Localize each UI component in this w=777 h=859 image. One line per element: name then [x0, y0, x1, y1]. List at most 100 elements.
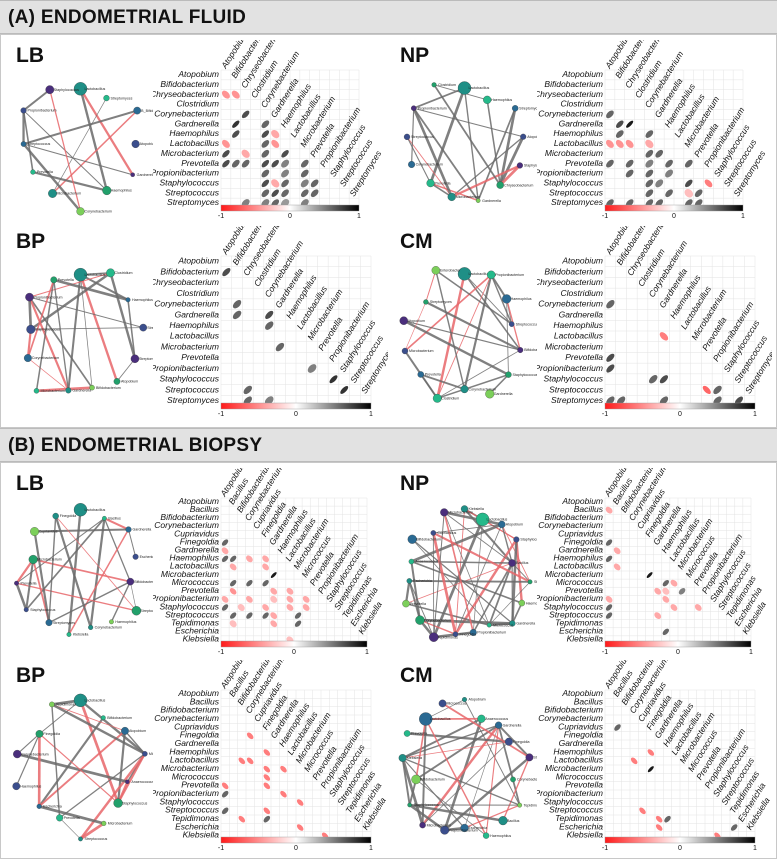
row-label: Bifidobacterium [160, 705, 219, 715]
correlation-ellipse [606, 159, 614, 168]
row-label: Atopobium [561, 496, 603, 506]
network-edge [127, 299, 136, 359]
network-edge [437, 373, 509, 400]
network-node [460, 823, 469, 833]
network-node-label: Propionibacterium [33, 295, 62, 299]
network-edge [59, 753, 146, 819]
network-edge [499, 164, 521, 187]
network-node [25, 292, 34, 302]
correlation-ellipse [310, 179, 319, 188]
network-node-label: Staphylococcus [524, 164, 537, 168]
correlation-ellipse [232, 130, 240, 138]
row-label: Klebsiella [567, 634, 604, 644]
network-node-label: Staphylococcus [54, 88, 79, 92]
network-node-label: Atopobium [469, 698, 486, 702]
row-label: Gardnerella [175, 545, 220, 555]
network-graph: LactobacillusHaemophilusStreptomycesAtop… [403, 81, 537, 203]
network-node [486, 270, 496, 280]
colorbar-tick-label: 1 [753, 845, 757, 852]
row-label: Staphylococcus [543, 796, 603, 806]
row-label: Haemophilus [169, 128, 219, 138]
network-node-label: Atopobium [129, 729, 146, 733]
network-edge [404, 301, 427, 352]
network-edge [401, 757, 411, 806]
network-edge [486, 99, 501, 186]
row-label: Microbacterium [161, 148, 219, 158]
correlation-ellipse [265, 310, 274, 320]
colorbar [220, 204, 360, 212]
network-node-label: Anaerococcus [485, 717, 508, 721]
row-label: Finegoldia [180, 730, 219, 740]
network-node [28, 554, 38, 564]
colorbar-tick-label: -1 [602, 649, 608, 656]
network-edge [407, 732, 509, 743]
network-node [419, 821, 426, 829]
colorbar-tick-label: 0 [288, 213, 292, 220]
network-node-label: Finegoldia [459, 632, 476, 636]
correlation-ellipse [645, 159, 654, 168]
row-label: Klebsiella [183, 634, 220, 644]
correlation-ellipse [613, 563, 621, 571]
correlation-ellipse [654, 587, 662, 595]
row-label: Streptomyces [551, 395, 604, 405]
network-edge [433, 524, 502, 534]
network-edge [48, 580, 131, 624]
network-node [133, 106, 141, 115]
row-label: Micrococcus [172, 577, 220, 587]
row-label: Streptococcus [549, 384, 604, 394]
network-edge [425, 301, 521, 352]
correlation-ellipse [229, 587, 237, 595]
network-node-label: Corynebacterium [469, 387, 496, 391]
network-node [440, 508, 449, 517]
network-edge [36, 386, 93, 393]
row-label: Propionibacterium [537, 168, 603, 178]
network-node-label: Klebsiella [73, 633, 88, 637]
network-node-label: Bifidobacterium [416, 537, 441, 541]
colorbar-tick-label: -1 [602, 845, 608, 852]
network-node [518, 599, 526, 607]
row-label: Escherichia [559, 821, 603, 831]
panel-label: LB [16, 472, 44, 495]
network-node-label: Gardnerella [494, 392, 513, 396]
colorbar [604, 836, 756, 844]
network-node [486, 622, 492, 628]
correlation-ellipse [605, 612, 613, 619]
correlation-ellipse [281, 179, 289, 188]
network-node-label: Anaerococcus [415, 560, 438, 564]
network-node [36, 803, 42, 809]
correlation-ellipse [310, 189, 319, 198]
section-header: (A) ENDOMETRIAL FLUID [0, 0, 777, 34]
network-edge [443, 511, 513, 564]
section-title: (B) ENDOMETRIAL BIOPSY [8, 435, 263, 456]
network-node [517, 347, 524, 353]
correlation-ellipse [262, 563, 270, 571]
correlation-ellipse [270, 612, 278, 620]
correlation-ellipse [662, 628, 670, 636]
section-endometrial-biopsy: (B) ENDOMETRIAL BIOPSY [0, 428, 777, 859]
network-node-label: Micrococcus [493, 623, 513, 627]
network-node [30, 169, 36, 175]
network-node [100, 715, 106, 721]
section-endometrial-fluid: (A) ENDOMETRIAL FLUID [0, 0, 777, 428]
correlation-ellipse [606, 364, 615, 373]
network-node [457, 81, 472, 95]
network-node [65, 387, 72, 394]
row-label: Corynebacterium [538, 299, 603, 309]
row-label: Micrococcus [556, 577, 604, 587]
network-node [20, 107, 27, 114]
correlation-ellipse [270, 595, 278, 603]
network-node [48, 189, 57, 198]
correlation-ellipse [232, 120, 240, 128]
correlation-ellipse [625, 139, 634, 148]
network-node [517, 802, 523, 808]
row-label: Streptomyces [551, 197, 604, 207]
network-edge [80, 273, 129, 301]
correlation-ellipse [263, 782, 271, 790]
network-node [485, 389, 495, 399]
network-edge [53, 279, 70, 391]
correlation-ellipse [307, 364, 317, 373]
correlation-ellipse [302, 604, 310, 611]
network-edge [402, 757, 520, 806]
network-node [398, 754, 407, 762]
